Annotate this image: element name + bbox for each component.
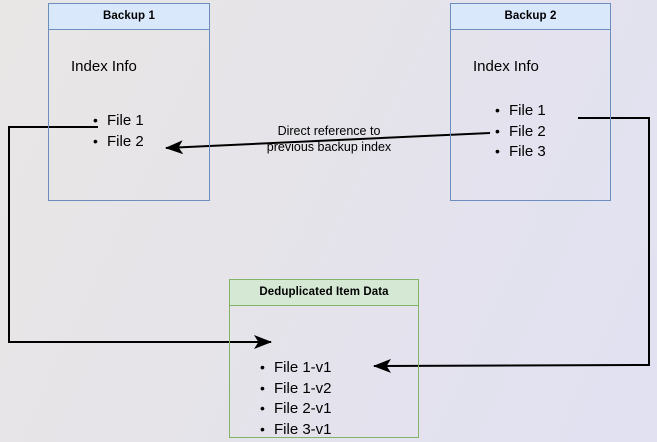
node-backup-2[interactable]: Backup 2 Index Info File 1 File 2 File 3 (450, 3, 611, 201)
edge-label-line-1: Direct reference to (277, 124, 381, 138)
node-backup-2-header: Backup 2 (451, 4, 610, 30)
edge-label-line-2: previous backup index (266, 139, 392, 154)
node-backup-2-index-label: Index Info (473, 58, 539, 75)
list-item: File 1 (495, 100, 546, 122)
list-item: File 2-v1 (260, 398, 331, 420)
list-item: File 1-v2 (260, 378, 331, 400)
node-deduplicated-item-data-header: Deduplicated Item Data (230, 280, 418, 306)
node-backup-1-index-label: Index Info (71, 58, 137, 75)
backup-1-file-list: File 1 File 2 (91, 110, 144, 153)
edge-label-direct-reference: Direct reference to previous backup inde… (246, 124, 412, 155)
node-backup-1-body: Index Info File 1 File 2 (49, 30, 209, 200)
list-item: File 2 (93, 131, 144, 153)
list-item: File 3 (495, 141, 546, 163)
node-deduplicated-item-data-body: File 1-v1 File 1-v2 File 2-v1 File 3-v1 (230, 306, 418, 441)
list-item: File 2 (495, 121, 546, 143)
node-deduplicated-item-data[interactable]: Deduplicated Item Data File 1-v1 File 1-… (229, 279, 419, 441)
list-item: File 1 (93, 110, 144, 132)
deduplicated-file-list: File 1-v1 File 1-v2 File 2-v1 File 3-v1 (258, 357, 331, 441)
node-backup-2-body: Index Info File 1 File 2 File 3 (451, 30, 610, 200)
backup-2-file-list: File 1 File 2 File 3 (493, 100, 546, 163)
node-backup-1-header: Backup 1 (49, 4, 209, 30)
node-backup-1[interactable]: Backup 1 Index Info File 1 File 2 (48, 3, 210, 201)
list-item: File 1-v1 (260, 357, 331, 379)
list-item: File 3-v1 (260, 419, 331, 441)
